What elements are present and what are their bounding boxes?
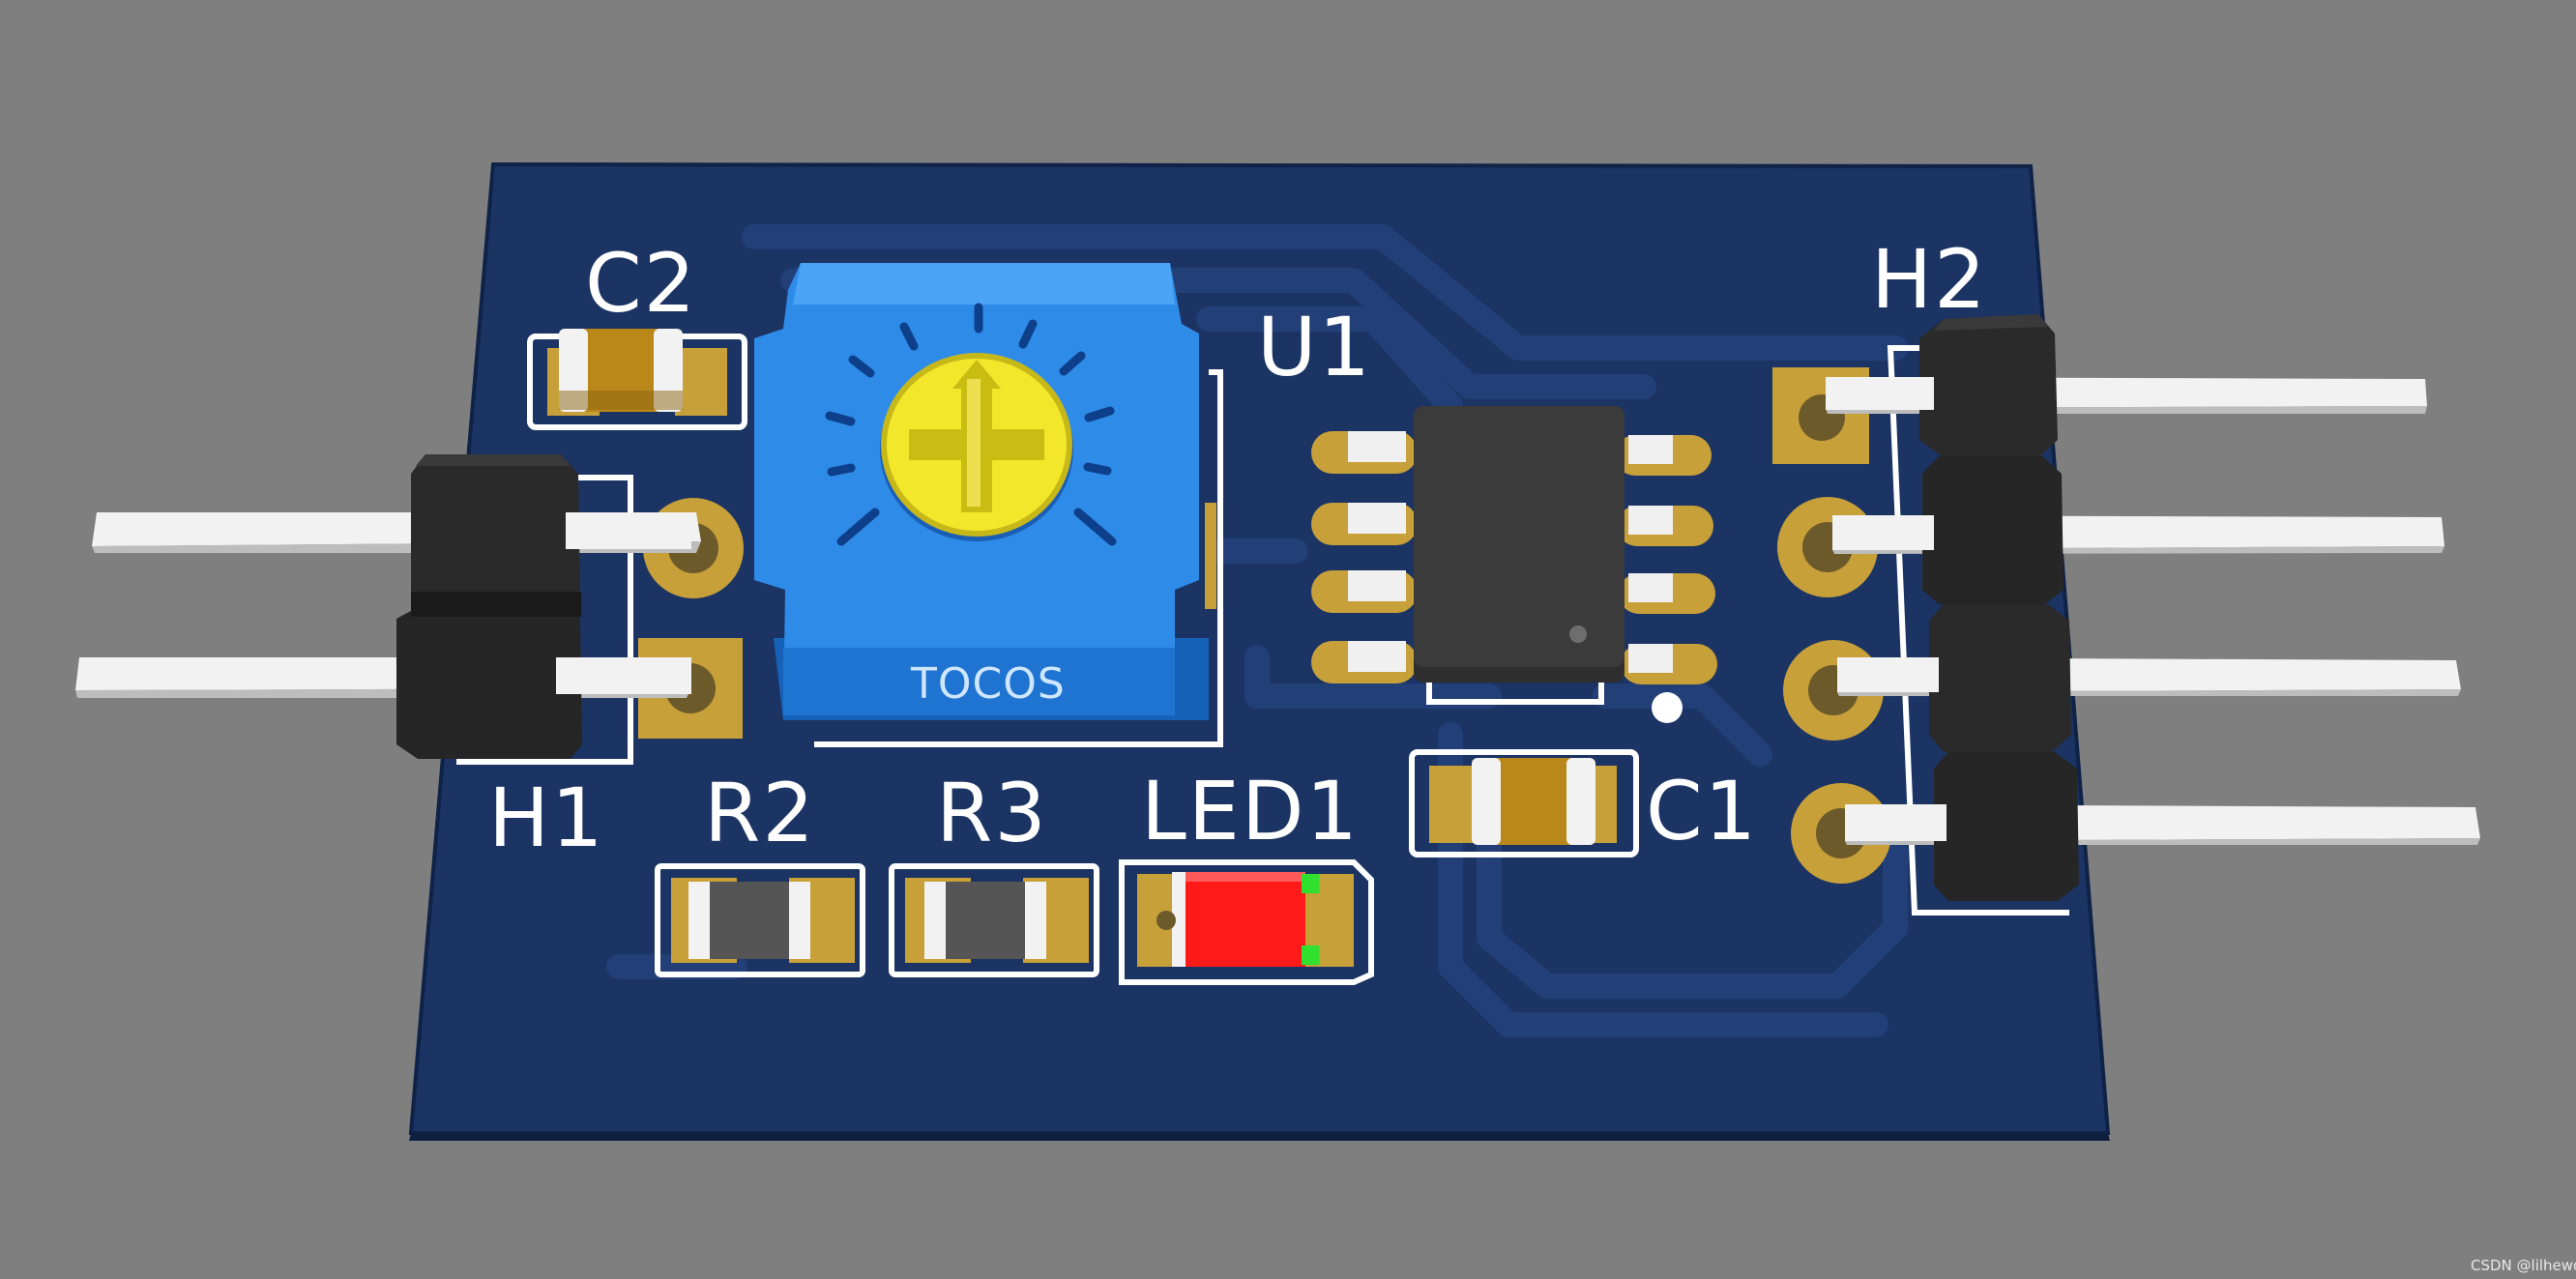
resistor-r2 — [655, 863, 865, 977]
label-c1: C1 — [1646, 764, 1758, 858]
watermark: CSDN @lilhewo — [2471, 1257, 2576, 1274]
trimmer-potentiometer — [754, 263, 1223, 747]
label-r3: R3 — [936, 766, 1048, 860]
pot-brand-label: TOCOS — [910, 659, 1066, 709]
capacitor-c1 — [1409, 749, 1639, 858]
resistor-r3 — [889, 863, 1099, 977]
label-led1: LED1 — [1141, 764, 1360, 858]
header-h1 — [75, 454, 744, 765]
led-led1 — [1119, 859, 1374, 985]
label-u1: U1 — [1257, 300, 1372, 394]
label-h1: H1 — [488, 770, 605, 865]
capacitor-c2 — [527, 329, 747, 430]
label-h2: H2 — [1871, 232, 1988, 327]
ic-u1 — [1311, 406, 1717, 723]
label-r2: R2 — [704, 766, 816, 860]
label-c2: C2 — [585, 236, 697, 331]
header-h2 — [1772, 314, 2480, 916]
